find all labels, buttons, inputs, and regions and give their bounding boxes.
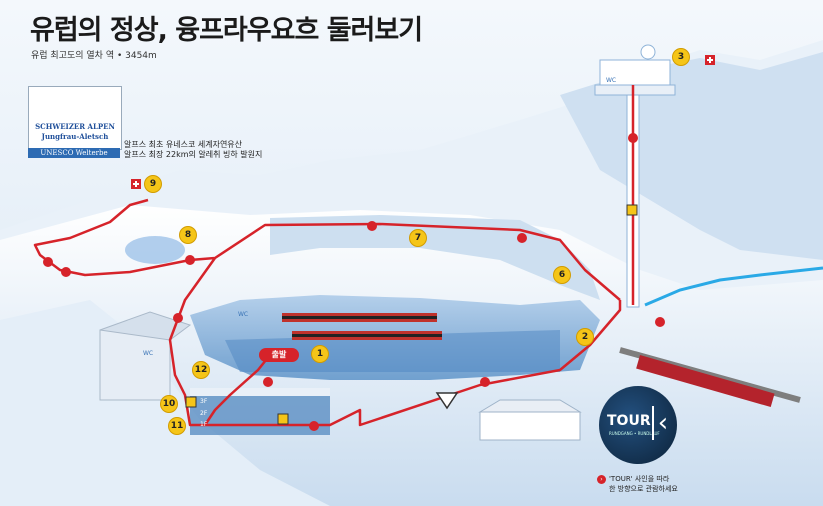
building-roof: [99, 311, 192, 341]
wc-label-sphinx: WC: [606, 77, 617, 84]
swiss-flag-cross: [133, 183, 139, 185]
building-left: [99, 329, 171, 401]
stop-badge-10[interactable]: 10: [160, 395, 178, 413]
ice-palace: [125, 236, 185, 264]
route-arrow: [367, 221, 377, 231]
stop-badge-2[interactable]: 2: [576, 328, 594, 346]
route-arrow: [61, 267, 71, 277]
route-arrow: [173, 313, 183, 323]
elevator-icon: [277, 413, 289, 425]
route-arrow: [655, 317, 665, 327]
outdoor-path: [644, 266, 823, 307]
stop-badge-9[interactable]: 9: [144, 175, 162, 193]
wc-label-left: WC: [143, 350, 154, 357]
tour-sign: TOUR RUNDGANG • RUNDLAUF ‹: [599, 386, 677, 464]
route-arrow: [185, 255, 195, 265]
stop-badge-12[interactable]: 12: [192, 361, 210, 379]
stop-badge-1[interactable]: 1: [311, 345, 329, 363]
route-arrow-icon: ›: [597, 474, 606, 484]
fact-2: 알프스 최장 22km의 알레취 빙하 발원지: [124, 150, 263, 159]
legend-line1: 'TOUR' 사인을 따라: [609, 475, 670, 483]
route-arrow: [43, 257, 53, 267]
logo-line2: Jungfrau-Aletsch: [41, 132, 109, 141]
swiss-alps-logo: SCHWEIZER ALPEN Jungfrau-Aletsch: [28, 86, 122, 150]
elevator-icon: [626, 204, 638, 216]
route-arrow: [628, 133, 638, 143]
unesco-label: UNESCO Welterbe: [28, 148, 120, 158]
mountain-shade: [560, 52, 823, 260]
station-train-1-stripe: [282, 316, 437, 319]
outdoor-train: [636, 355, 775, 408]
stop-badge-6[interactable]: 6: [553, 266, 571, 284]
warning-triangle-icon: [435, 392, 459, 410]
sphinx-deck: [594, 84, 676, 96]
fact-1: 알프스 최초 유네스코 세계자연유산: [124, 140, 243, 149]
route-arrow: [480, 377, 490, 387]
swiss-flag-cross: [707, 59, 713, 61]
route-arrow: [517, 233, 527, 243]
tour-sign-sub: RUNDGANG • RUNDLAUF: [609, 431, 660, 436]
stop-badge-11[interactable]: 11: [168, 417, 186, 435]
page-subtitle: 유럽 최고도의 열차 역 • 3454m: [31, 51, 157, 61]
route-arrow: [309, 421, 319, 431]
floor-3f: 3F: [200, 398, 208, 405]
legend-line2: 한 방향으로 관람하세요: [609, 485, 678, 493]
floors-block: [190, 395, 330, 435]
stop-badge-8[interactable]: 8: [179, 226, 197, 244]
lower-building: [479, 411, 581, 441]
ice-hall-floor: [225, 330, 560, 372]
stop-badge-3[interactable]: 3: [672, 48, 690, 66]
stop-badge-7[interactable]: 7: [409, 229, 427, 247]
floors-block-top: [190, 388, 330, 396]
observatory-dome: [640, 44, 656, 60]
tour-sign-label: TOUR: [607, 413, 651, 429]
tour-route: [33, 198, 622, 427]
logo-line1: SCHWEIZER ALPEN: [35, 122, 115, 131]
floor-2f: 2F: [200, 410, 208, 417]
wc-label-hall: WC: [238, 311, 249, 318]
start-label[interactable]: 출발: [259, 348, 299, 362]
page-title: 유럽의 정상, 융프라우요흐 둘러보기: [30, 15, 423, 46]
chevron-left-icon: ‹: [652, 406, 672, 440]
elevator-icon: [185, 396, 197, 408]
floor-1f: 1F: [200, 421, 208, 428]
station-train-2-stripe: [292, 334, 442, 337]
route-arrow: [263, 377, 273, 387]
lower-building-roof: [478, 399, 582, 413]
route-legend: ›'TOUR' 사인을 따라 한 방향으로 관람하세요: [597, 474, 678, 494]
